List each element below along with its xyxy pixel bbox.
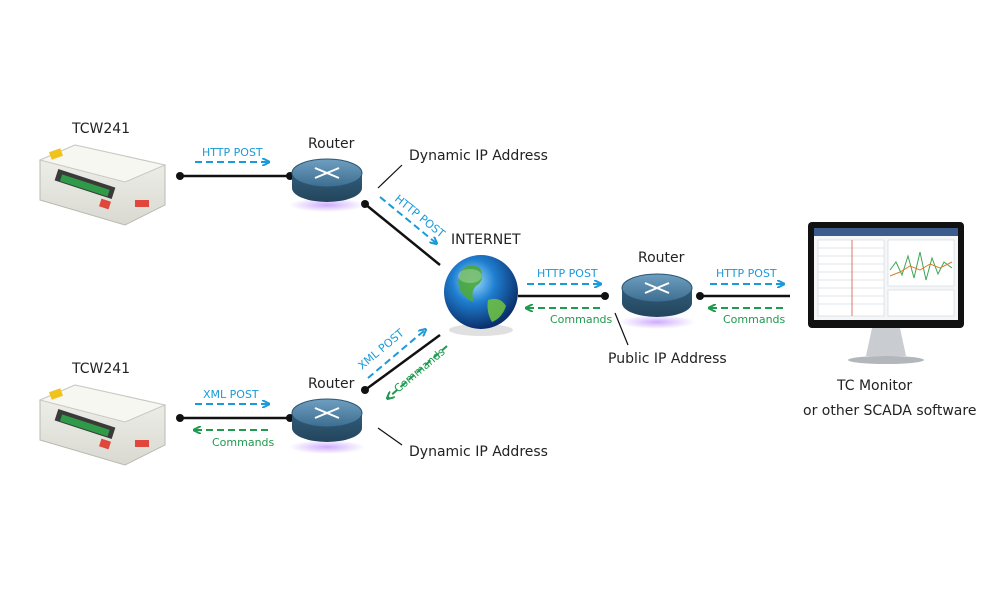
- flow-label: HTTP POST: [202, 146, 263, 159]
- device-icon: [38, 384, 167, 466]
- callout-lines: [377, 164, 629, 446]
- link-bottom-router-internet: [364, 333, 441, 392]
- flow-internet-right-router: HTTP POST: [527, 267, 600, 284]
- flow-bottom-device-router: XML POST: [195, 388, 268, 404]
- router-top: Router: [289, 136, 365, 212]
- monitor-stand: [866, 328, 906, 356]
- monitor-label-2: or other SCADA software: [803, 403, 976, 419]
- flow-label: Commands: [392, 345, 448, 395]
- screen-table-icon: [817, 239, 885, 317]
- bottom-device-label: TCW241: [71, 361, 130, 377]
- internet-globe: INTERNET: [444, 232, 521, 336]
- flow-arrow: [388, 345, 448, 398]
- flow-right-router-monitor: HTTP POST: [710, 267, 783, 284]
- flow-label: Commands: [550, 313, 613, 326]
- ip-label-public: Public IP Address: [608, 351, 727, 367]
- router-bottom: Router: [289, 376, 365, 454]
- flow-label: XML POST: [203, 388, 259, 401]
- router-bottom-label: Router: [308, 376, 355, 392]
- flow-top-router-internet: HTTP POST: [379, 192, 448, 243]
- monitor-label-1: TC Monitor: [836, 378, 912, 394]
- link-top-router-internet: [364, 203, 441, 266]
- flow-router-bottom-device: Commands: [195, 430, 275, 449]
- connection-lines: [180, 174, 790, 420]
- top-device-label: TCW241: [71, 121, 130, 137]
- internet-label: INTERNET: [451, 232, 521, 248]
- flow-label: Commands: [723, 313, 786, 326]
- flow-right-router-internet: Commands: [527, 308, 613, 326]
- flow-label: Commands: [212, 436, 275, 449]
- router-arrows-icon: [314, 407, 340, 419]
- monitor: TC Monitor or other SCADA software: [803, 222, 976, 419]
- router-arrows-icon: [644, 282, 670, 294]
- flow-arrow: [367, 330, 425, 379]
- ip-label-bottom-dynamic: Dynamic IP Address: [409, 444, 548, 460]
- device-icon: [38, 144, 167, 226]
- router-arrows-icon: [314, 167, 340, 179]
- top-device: TCW241: [38, 121, 167, 226]
- ip-label-top-dynamic: Dynamic IP Address: [409, 148, 548, 164]
- globe-icon: [444, 255, 518, 329]
- bottom-device: TCW241: [38, 361, 167, 466]
- router-right: Router: [619, 250, 695, 329]
- flow-label: HTTP POST: [716, 267, 777, 280]
- flow-arrow: [379, 196, 436, 243]
- router-right-label: Router: [638, 250, 685, 266]
- screen-chart-icon: [887, 239, 955, 317]
- flow-label: HTTP POST: [537, 267, 598, 280]
- flow-monitor-right-router: Commands: [710, 308, 786, 326]
- flow-top-device-router: HTTP POST: [195, 146, 268, 162]
- router-top-label: Router: [308, 136, 355, 152]
